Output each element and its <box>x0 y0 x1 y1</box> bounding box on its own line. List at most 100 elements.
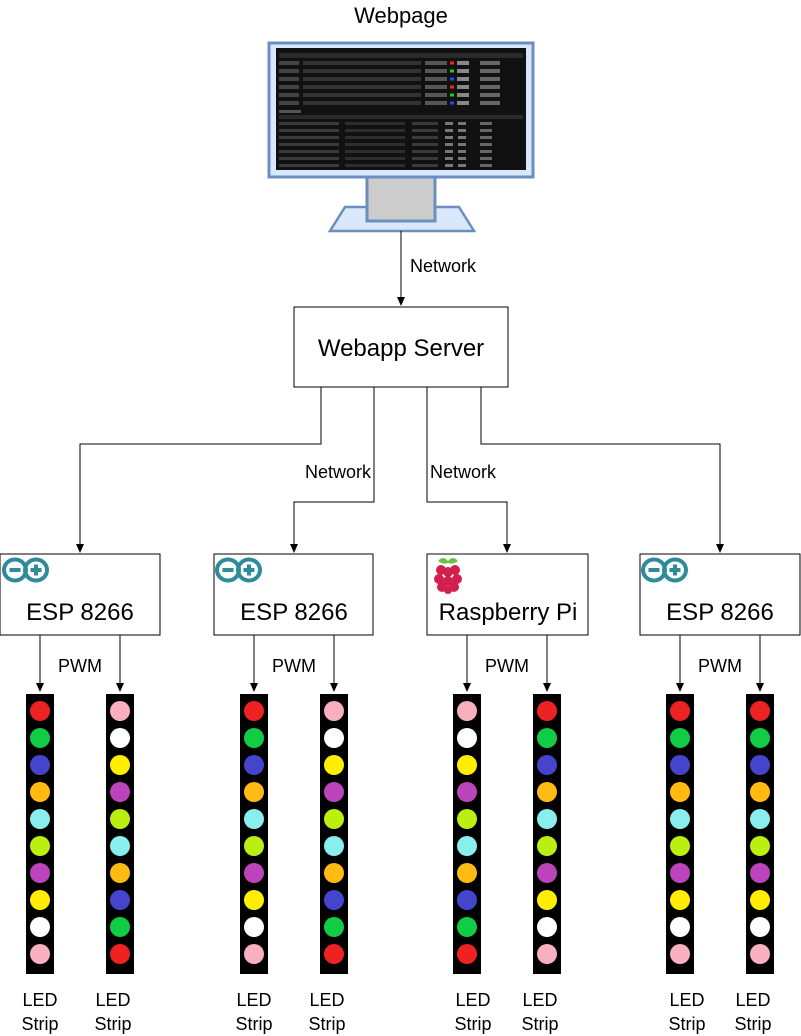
edge-label-pwm: PWM <box>485 656 529 676</box>
led <box>750 782 770 802</box>
webpage-title: Webpage <box>354 3 448 28</box>
screen-row-cells <box>345 129 405 132</box>
led <box>537 701 557 721</box>
edge-label-pwm: PWM <box>272 656 316 676</box>
led <box>30 890 50 910</box>
screen-row-cells <box>279 122 339 125</box>
led <box>750 863 770 883</box>
webpage-screen-content <box>279 53 523 167</box>
led <box>537 890 557 910</box>
screen-row-button <box>480 122 492 125</box>
screen-row-color <box>450 61 454 65</box>
strip-label-strip: Strip <box>308 1014 345 1034</box>
led <box>670 836 690 856</box>
screen-row-cells <box>345 122 405 125</box>
screen-row-button <box>480 101 500 105</box>
screen-row-bar <box>303 93 421 97</box>
screen-row-values <box>425 69 447 73</box>
led <box>750 944 770 964</box>
screen-row-button <box>445 164 453 167</box>
screen-row-button <box>480 150 492 153</box>
strip-label-led: LED <box>669 990 704 1010</box>
led <box>30 863 50 883</box>
screen-row-select <box>457 77 469 81</box>
led <box>457 782 477 802</box>
screen-row-button <box>480 93 500 97</box>
edge-label-bg <box>294 459 372 483</box>
screen-row-cells <box>412 143 438 146</box>
strip-label-led: LED <box>735 990 770 1010</box>
screen-row-cells <box>345 136 405 139</box>
screen-row-button <box>480 136 492 139</box>
led <box>110 809 130 829</box>
led <box>537 809 557 829</box>
led <box>244 836 264 856</box>
webapp-server-label: Webapp Server <box>318 335 484 362</box>
led <box>110 701 130 721</box>
led <box>324 890 344 910</box>
controller-esp8266-1: ESP 8266 <box>0 553 161 636</box>
led <box>457 917 477 937</box>
led <box>537 782 557 802</box>
screen-row-cells <box>412 164 438 167</box>
led <box>670 782 690 802</box>
led <box>244 728 264 748</box>
screen-row-cells <box>279 164 339 167</box>
led <box>457 809 477 829</box>
led <box>244 863 264 883</box>
led-strip <box>106 694 134 974</box>
led <box>30 944 50 964</box>
strip-label-strip: Strip <box>94 1014 131 1034</box>
led <box>110 755 130 775</box>
led <box>244 890 264 910</box>
led <box>537 836 557 856</box>
screen-row-bar <box>303 69 421 73</box>
led <box>750 890 770 910</box>
strip-label-led: LED <box>522 990 557 1010</box>
led <box>244 917 264 937</box>
strip-label-led: LED <box>455 990 490 1010</box>
led <box>457 836 477 856</box>
screen-row-cells <box>412 136 438 139</box>
screen-row-bar <box>303 101 421 105</box>
edge-server-esp4 <box>480 387 724 553</box>
led <box>324 728 344 748</box>
screen-row-button <box>480 85 500 89</box>
led <box>30 701 50 721</box>
edge-label-server-right: Network <box>430 462 497 482</box>
led <box>670 728 690 748</box>
led-strip <box>26 694 54 974</box>
screen-row-button <box>458 129 466 132</box>
edge-label-server-left: Network <box>305 462 372 482</box>
screen-row-color <box>450 85 454 89</box>
led <box>670 755 690 775</box>
screen-row-cells <box>345 157 405 160</box>
led <box>457 944 477 964</box>
screen-row-bar <box>303 77 421 81</box>
led <box>324 782 344 802</box>
led <box>750 701 770 721</box>
screen-row-name <box>279 85 299 89</box>
screen-row-cells <box>345 164 405 167</box>
screen-row-button <box>480 77 500 81</box>
led <box>670 863 690 883</box>
strip-label-led: LED <box>236 990 271 1010</box>
led <box>537 728 557 748</box>
screen-row-cells <box>412 150 438 153</box>
screen-row-button <box>445 136 453 139</box>
led <box>457 755 477 775</box>
screen-row-name <box>279 69 299 73</box>
screen-row-button <box>458 136 466 139</box>
screen-row-cells <box>279 157 339 160</box>
screen-row-cells <box>279 150 339 153</box>
strip-label-strip: Strip <box>734 1014 771 1034</box>
led <box>110 728 130 748</box>
led <box>670 809 690 829</box>
strip-label-strip: Strip <box>668 1014 705 1034</box>
led <box>670 890 690 910</box>
screen-row-cells <box>345 143 405 146</box>
led-strips <box>26 694 774 974</box>
led <box>30 728 50 748</box>
led <box>457 728 477 748</box>
strip-label-strip: Strip <box>235 1014 272 1034</box>
